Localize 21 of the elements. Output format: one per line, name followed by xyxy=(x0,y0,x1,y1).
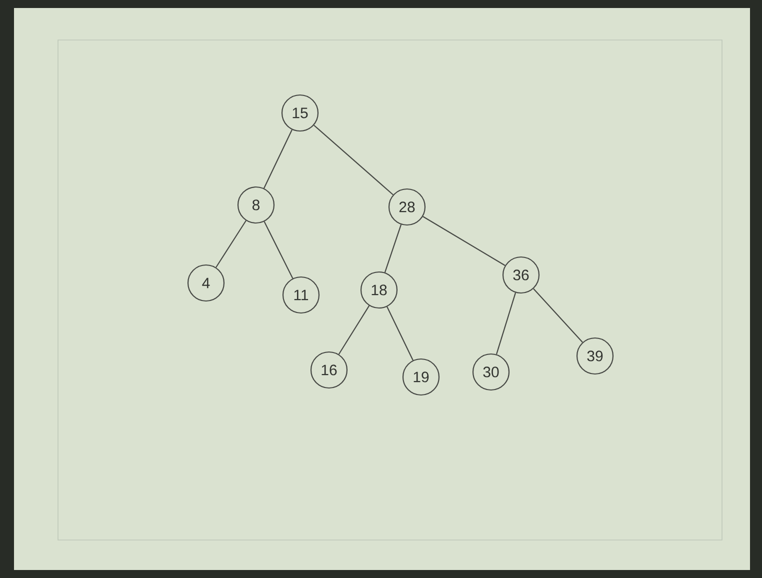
tree-node: 16 xyxy=(310,351,348,389)
tree-node: 4 xyxy=(187,264,225,302)
tree-node: 15 xyxy=(281,94,319,132)
tree-edge xyxy=(422,216,506,266)
tree-edge xyxy=(496,292,516,354)
tree-edge xyxy=(264,221,294,279)
tree-node: 30 xyxy=(472,353,510,391)
tree-node: 28 xyxy=(388,188,426,226)
tree-edge xyxy=(533,288,583,343)
tree-edge xyxy=(338,305,370,355)
tree-node: 19 xyxy=(402,358,440,396)
tree-node: 36 xyxy=(502,256,540,294)
tree-node: 39 xyxy=(576,337,614,375)
tree-node: 11 xyxy=(282,276,320,314)
tree-edge xyxy=(386,306,414,361)
tree-node: 8 xyxy=(237,186,275,224)
tree-node: 18 xyxy=(360,271,398,309)
tree-edge xyxy=(216,220,246,268)
tree-edge xyxy=(264,129,292,188)
tree-edge xyxy=(314,124,394,196)
tree-edge xyxy=(384,224,402,273)
